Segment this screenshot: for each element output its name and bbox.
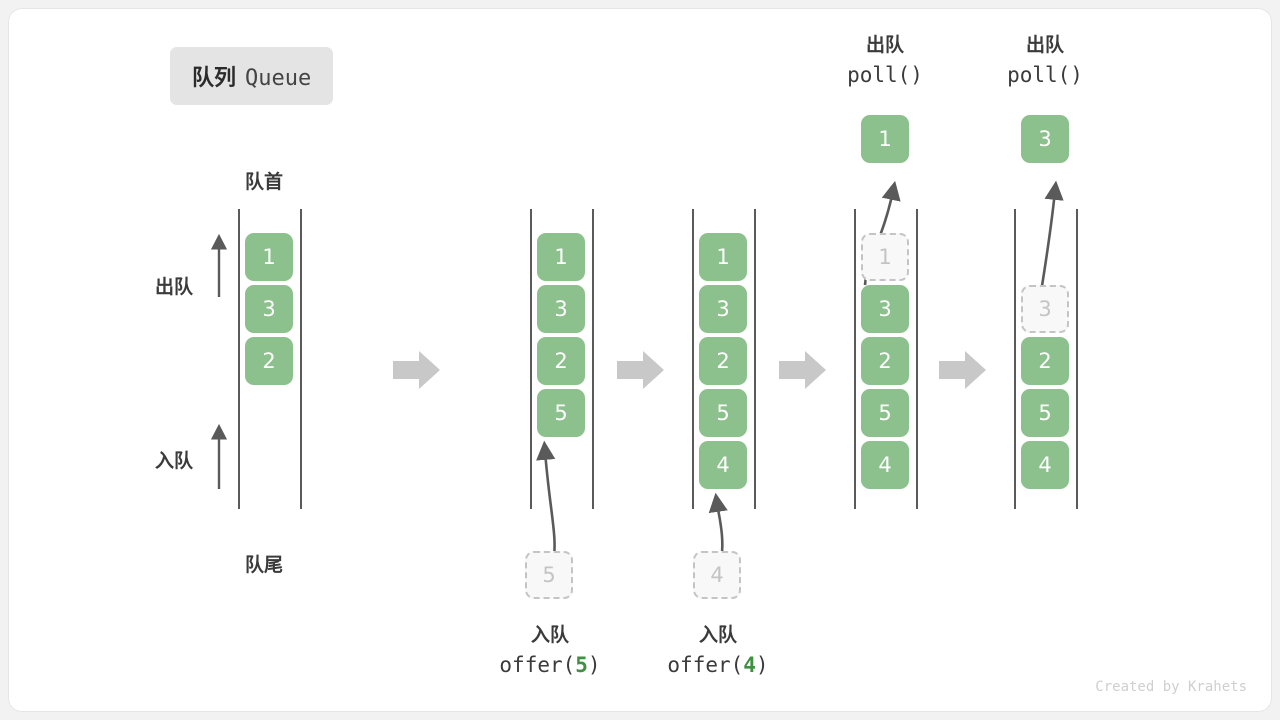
label-queue-tail: 队尾 xyxy=(245,554,284,576)
stage4-cell-0-ghost: 1 xyxy=(861,233,909,281)
label-queue-head: 队首 xyxy=(245,171,284,193)
enqueue-arrow-5 xyxy=(536,440,556,564)
operation-code-poll-3: poll() xyxy=(1007,62,1083,87)
flow-arrow-3-icon xyxy=(779,351,826,389)
operation-label-offer5: 入队 offer(5) xyxy=(465,621,635,681)
operation-code-offer4: offer(4) xyxy=(667,652,769,677)
stage5-cell-3: 5 xyxy=(1021,389,1069,437)
operation-label-poll-1: 出队 poll() xyxy=(805,31,965,91)
flow-arrow-1-icon xyxy=(393,351,440,389)
stage2-cell-0: 1 xyxy=(537,233,585,281)
stage3-rail-left xyxy=(692,209,694,509)
stage2-cell-2: 2 xyxy=(537,337,585,385)
stage2-rail-left xyxy=(530,209,532,509)
stage4-rail-right xyxy=(916,209,918,509)
stage1-cell-0: 1 xyxy=(245,233,293,281)
popped-cell-1: 1 xyxy=(861,115,909,163)
stage4-rail-left xyxy=(854,209,856,509)
stage1-cell-1: 3 xyxy=(245,285,293,333)
stage3-rail-right xyxy=(754,209,756,509)
stage2-cell-1: 3 xyxy=(537,285,585,333)
operation-cn-poll-3: 出队 xyxy=(1025,34,1064,56)
label-dequeue-direction: 出队 xyxy=(155,276,194,298)
stage4-cell-4: 4 xyxy=(861,441,909,489)
credit-text: Created by Krahets xyxy=(1095,679,1247,695)
operation-label-poll-3: 出队 poll() xyxy=(965,31,1125,91)
stage5-cell-4: 4 xyxy=(1021,441,1069,489)
stage4-cell-2: 2 xyxy=(861,337,909,385)
diagram-card: 队列 Queue 队首 队尾 出队 入队 xyxy=(8,8,1272,712)
label-enqueue-direction: 入队 xyxy=(155,450,194,472)
operation-label-offer4: 入队 offer(4) xyxy=(633,621,803,681)
flow-arrow-2-icon xyxy=(617,351,664,389)
operation-cn-poll-1: 出队 xyxy=(865,34,904,56)
diagram-title-chip: 队列 Queue xyxy=(170,47,334,105)
stage3-cell-2: 2 xyxy=(699,337,747,385)
title-english: Queue xyxy=(245,66,312,91)
stage2-cell-3: 5 xyxy=(537,389,585,437)
flow-arrow-4-icon xyxy=(939,351,986,389)
stage1-rail-right xyxy=(300,209,302,509)
title-chinese: 队列 xyxy=(192,66,237,91)
popped-cell-3: 3 xyxy=(1021,115,1069,163)
stage5-cell-1-ghost: 3 xyxy=(1021,285,1069,333)
stage5-cell-2: 2 xyxy=(1021,337,1069,385)
stage3-cell-0: 1 xyxy=(699,233,747,281)
operation-cn-offer4: 入队 xyxy=(698,624,737,646)
stage5-rail-right xyxy=(1076,209,1078,509)
operation-code-poll-1: poll() xyxy=(847,62,923,87)
stage4-cell-1: 3 xyxy=(861,285,909,333)
stage2-rail-right xyxy=(592,209,594,509)
stage3-cell-4: 4 xyxy=(699,441,747,489)
operation-code-offer5: offer(5) xyxy=(499,652,601,677)
stage1-rail-left xyxy=(238,209,240,509)
stage5-rail-left xyxy=(1014,209,1016,509)
stage4-cell-3: 5 xyxy=(861,389,909,437)
operation-cn-offer5: 入队 xyxy=(530,624,569,646)
pending-cell-4: 4 xyxy=(693,551,741,599)
stage1-cell-2: 2 xyxy=(245,337,293,385)
stage3-cell-1: 3 xyxy=(699,285,747,333)
pending-cell-5: 5 xyxy=(525,551,573,599)
stage3-cell-3: 5 xyxy=(699,389,747,437)
diagram-stage: 队列 Queue 队首 队尾 出队 入队 xyxy=(9,9,1271,711)
